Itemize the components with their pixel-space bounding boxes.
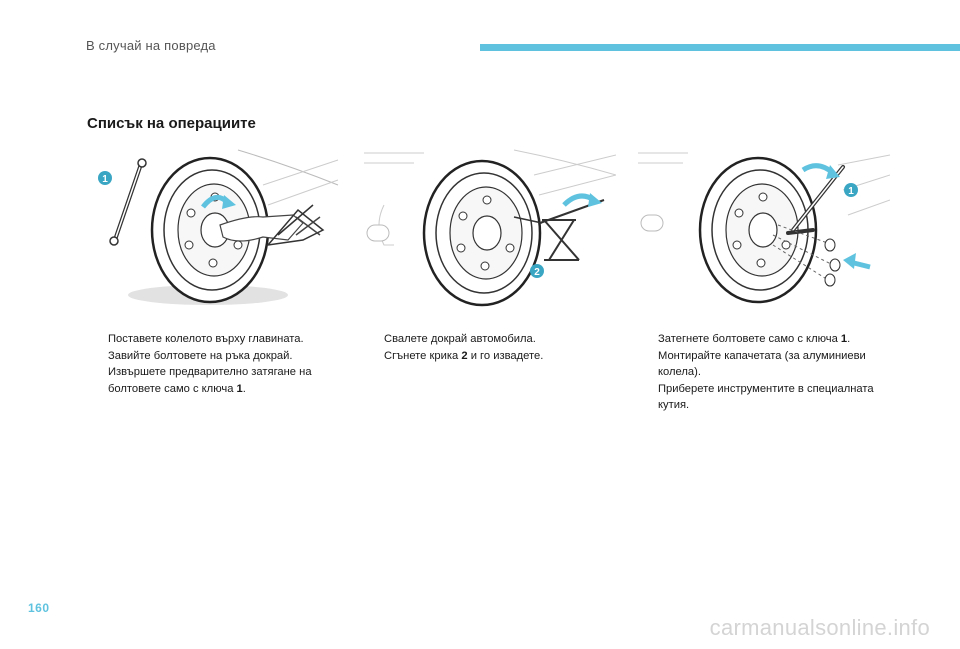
steps-column-1: Поставете колелото върху главината. Зави… <box>88 331 353 397</box>
steps-column-3: Затегнете болтовете само с ключа 1. Монт… <box>638 331 903 414</box>
steps-column-2: Свалете докрай автомобила. Сгънете крика… <box>364 331 629 364</box>
illustration-fold-jack: 2 <box>364 145 616 310</box>
step-text: Поставете колелото върху главината. <box>108 333 304 345</box>
step-item: Завийте болтовете на ръка докрай. <box>88 348 353 365</box>
step-suffix: . <box>242 382 246 395</box>
step-item: Приберете инструментите в специалната ку… <box>638 381 903 414</box>
step-text: Затегнете болтовете само с ключа <box>658 333 841 345</box>
page-number: 160 <box>28 601 50 615</box>
callout-label: 2 <box>534 267 540 278</box>
header-accent-bar <box>480 44 960 51</box>
step-text: Приберете инструментите в специалната ку… <box>658 382 874 412</box>
step-text: Завийте болтовете на ръка докрай. <box>108 349 293 362</box>
step-text: Монтирайте капачетата (за алуминиеви кол… <box>658 349 866 379</box>
wheel-jack-illustration: 2 <box>364 149 616 307</box>
illustration-tighten-by-hand: 1 <box>88 145 340 310</box>
step-key-ref: 1 <box>840 333 848 345</box>
step-item: Свалете докрай автомобила. <box>364 331 629 348</box>
wheel-wrench-illustration: 1 <box>638 152 890 304</box>
step-text: Сгънете крика <box>384 349 462 362</box>
step-key-ref: 1 <box>236 382 243 395</box>
step-item: Сгънете крика 2 и го извадете. <box>364 348 629 365</box>
step-text: Свалете докрай автомобила. <box>384 333 536 345</box>
wheel-hand-illustration: 1 <box>98 149 339 305</box>
step-text: Извършете предварително затягане на болт… <box>108 366 312 395</box>
callout-label: 1 <box>102 174 108 185</box>
step-item: Затегнете болтовете само с ключа 1. <box>638 331 903 348</box>
illustration-tighten-wrench: 1 <box>638 145 890 310</box>
section-title: Списък на операциите <box>87 115 256 132</box>
watermark: carmanualsonline.info <box>709 615 930 640</box>
step-item: Поставете колелото върху главината. <box>88 331 353 348</box>
callout-label: 1 <box>848 186 854 197</box>
header-title: В случай на повреда <box>86 38 216 53</box>
step-item: Монтирайте капачетата (за алуминиеви кол… <box>638 348 903 381</box>
step-item: Извършете предварително затягане на болт… <box>88 364 353 397</box>
step-suffix: и го извадете. <box>467 349 544 362</box>
step-key-ref: 2 <box>461 349 468 362</box>
step-suffix: . <box>847 333 851 345</box>
